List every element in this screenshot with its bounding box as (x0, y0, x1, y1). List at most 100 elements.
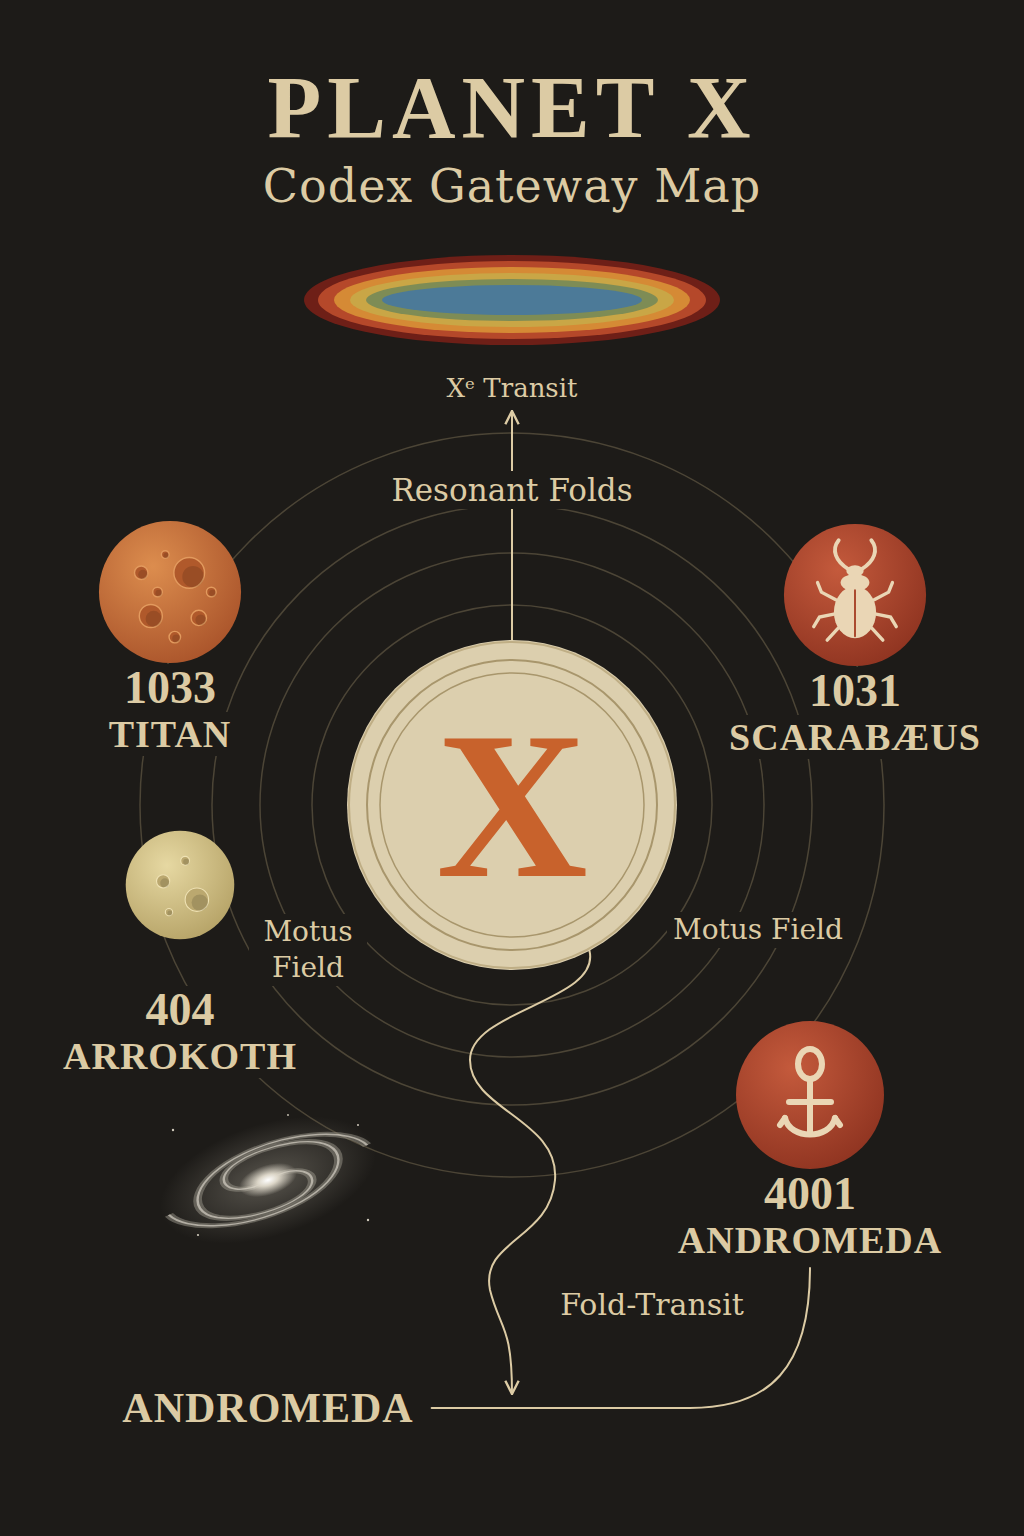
planet-name: ARROKOTH (57, 1034, 303, 1078)
svg-ellipse (846, 565, 863, 577)
svg-circle (357, 1124, 359, 1126)
svg-circle (160, 878, 169, 887)
svg-circle (153, 587, 163, 597)
planet-node: 1033TITAN (98, 520, 242, 756)
connector (511, 411, 513, 640)
label-holder: Resonant Folds (383, 471, 640, 509)
svg-circle (161, 551, 169, 559)
svg-circle (287, 1114, 289, 1116)
svg-svg (783, 523, 927, 667)
svg-circle (784, 524, 926, 666)
svg-ellipse (304, 255, 720, 345)
field-label: Motus Field (249, 914, 367, 986)
callout-number: 1033 (118, 664, 222, 712)
svg-circle (174, 557, 205, 588)
planet-x-core: X (347, 640, 677, 970)
ring-label: Xᵉ Transit (441, 371, 584, 405)
svg-svg (302, 254, 722, 346)
svg-ellipse (334, 267, 690, 333)
svg-path (159, 1129, 349, 1245)
svg-circle (195, 614, 206, 625)
svg-circle (169, 631, 181, 643)
connector (470, 951, 590, 1394)
planet-node: 1031SCARABÆUS (723, 523, 987, 759)
svg-circle (380, 673, 644, 937)
svg-ellipse (366, 279, 658, 321)
planet-art (98, 520, 242, 664)
svg-g (780, 1049, 840, 1135)
svg-circle (165, 908, 172, 915)
svg-path (159, 1129, 349, 1245)
svg-path (187, 1115, 377, 1231)
svg-circle (99, 521, 241, 663)
planet-name: TITAN (103, 712, 238, 756)
label-holder: Motus Field (667, 912, 849, 948)
svg-circle (367, 1219, 369, 1221)
callout-number: 404 (140, 986, 221, 1034)
svg-path (785, 1118, 835, 1135)
svg-circle (185, 888, 208, 911)
svg-ellipse (798, 1049, 822, 1079)
planet-art (735, 1020, 885, 1170)
svg-g (148, 1105, 388, 1255)
planet-name: SCARABÆUS (723, 715, 987, 759)
svg-circle (367, 660, 657, 950)
svg-ellipse (350, 273, 674, 327)
svg-circle (192, 894, 208, 910)
svg-circle (349, 642, 675, 968)
svg-g (814, 540, 897, 640)
rainbow-ring (302, 254, 722, 346)
svg-circle (148, 1105, 388, 1255)
svg-circle (183, 859, 189, 865)
svg-path (789, 1099, 831, 1105)
edge-label: Fold-Transit (554, 1287, 750, 1323)
callout-number: 4001 (758, 1170, 862, 1218)
svg-circle (157, 875, 170, 888)
callout-number: 1031 (803, 667, 907, 715)
planet-name: ANDROMEDA (672, 1218, 948, 1262)
svg-circle (155, 590, 162, 597)
label-holder: PLANET X (268, 60, 757, 156)
core-letter: X (436, 700, 588, 910)
galaxy-name: ANDROMEDA (116, 1386, 419, 1430)
svg-svg (148, 1105, 388, 1255)
svg-circle (126, 831, 235, 940)
svg-circle (206, 587, 216, 597)
edge-label: Resonant Folds (383, 471, 640, 509)
svg-circle (134, 566, 147, 579)
transit-ring-node: Xᵉ Transit (302, 254, 722, 405)
svg-circle (182, 566, 204, 588)
planet-art (125, 830, 235, 940)
label-holder: Fold-Transit (554, 1287, 750, 1323)
svg-circle (146, 611, 162, 627)
svg-path (780, 1118, 840, 1125)
svg-path (807, 1080, 813, 1134)
svg-circle (197, 1234, 199, 1236)
svg-path (835, 540, 848, 569)
svg-circle (138, 570, 147, 579)
svg-svg (125, 830, 235, 940)
svg-ellipse (382, 285, 642, 315)
svg-svg (735, 1020, 885, 1170)
planet-node: 4001ANDROMEDA (672, 1020, 948, 1262)
svg-ellipse (834, 586, 876, 638)
svg-circle (139, 604, 162, 627)
svg-circle (167, 910, 172, 915)
connector (432, 1268, 810, 1408)
svg-circle (209, 590, 216, 597)
svg-circle (736, 1021, 884, 1169)
svg-svg (98, 520, 242, 664)
svg-circle (163, 553, 168, 558)
svg-circle (235, 1156, 301, 1203)
svg-g (172, 1114, 369, 1236)
svg-circle (172, 1129, 174, 1131)
svg-path (187, 1115, 377, 1231)
galaxy-art (148, 1105, 388, 1255)
svg-circle (191, 610, 206, 625)
svg-ellipse (318, 261, 706, 339)
svg-path (814, 583, 897, 641)
svg-path (862, 540, 875, 569)
diagram-title: PLANET X (268, 60, 757, 156)
